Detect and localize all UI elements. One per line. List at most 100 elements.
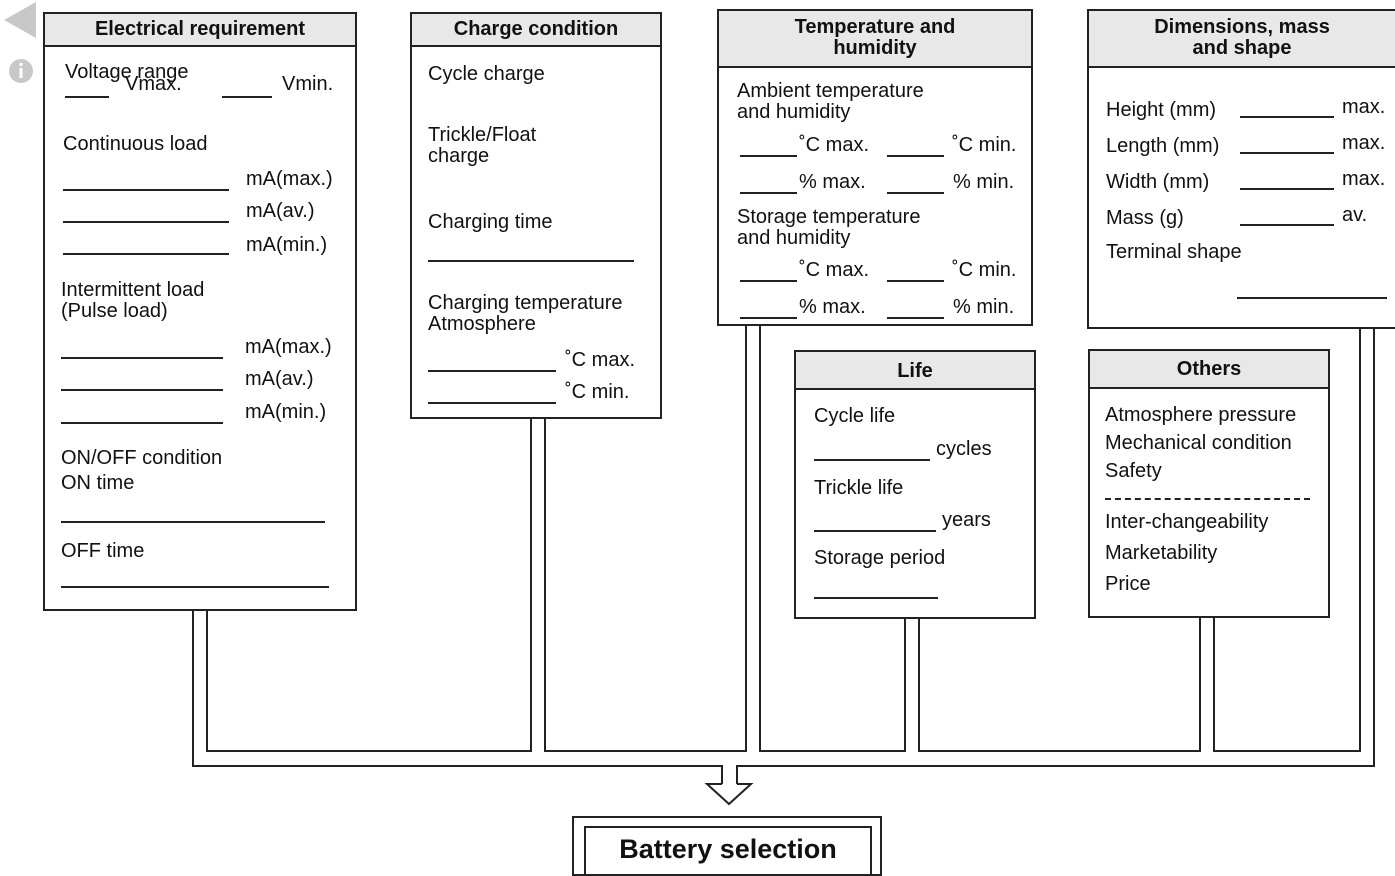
sto-cmax-label: ˚C max.: [799, 259, 869, 281]
battery-selection-label: Battery selection: [584, 826, 872, 876]
charge-condition-box: Charge condition: [410, 12, 662, 419]
wire-charge-temperature: [544, 325, 747, 752]
off-time-label: OFF time: [61, 540, 145, 562]
storage-period-blank: [814, 597, 938, 599]
marketability-label: Marketability: [1105, 542, 1218, 564]
mass-label: Mass (g): [1106, 207, 1184, 229]
pulse-av-blank: [61, 389, 223, 391]
onoff-label: ON/OFF condition: [61, 447, 223, 469]
sto-pmax-blank: [740, 317, 797, 319]
wire-electrical-charge: [206, 418, 532, 752]
length-label: Length (mm): [1106, 135, 1220, 157]
years-label: years: [942, 509, 991, 531]
pulse-ma-av: mA(av.): [245, 368, 314, 390]
ambient-label: Ambient temperature and humidity: [737, 80, 924, 123]
continuous-load-label: Continuous load: [63, 133, 208, 155]
amb-cmin-blank: [887, 155, 944, 157]
mass-blank: [1240, 224, 1334, 226]
charge-cmin-blank: [428, 402, 556, 404]
storage-label: Storage temperature and humidity: [737, 206, 921, 249]
sto-pmax-label: % max.: [799, 296, 866, 318]
pulse-max-blank: [61, 357, 223, 359]
width-label: Width (mm): [1106, 171, 1210, 193]
pulse-ma-min: mA(min.): [245, 401, 327, 423]
safety-label: Safety: [1105, 460, 1162, 482]
storage-period-label: Storage period: [814, 547, 946, 569]
width-max: max.: [1342, 168, 1386, 190]
vmin-blank: [222, 96, 272, 98]
life-title: Life: [796, 352, 1034, 390]
cont-ma-av: mA(av.): [246, 200, 315, 222]
cont-av-blank: [63, 221, 229, 223]
amb-pmax-blank: [740, 192, 797, 194]
vmin-label: Vmin.: [282, 73, 334, 95]
charging-time-blank: [428, 260, 634, 262]
dimensions-box: Dimensions, mass and shape: [1087, 9, 1395, 329]
dimensions-title: Dimensions, mass and shape: [1089, 11, 1395, 68]
cycle-life-label: Cycle life: [814, 405, 896, 427]
vmax-blank: [65, 96, 109, 98]
trickle-float-label: Trickle/Float charge: [428, 124, 537, 167]
wire-outer-left: [192, 610, 723, 784]
charge-cmax-label: ˚C max.: [565, 349, 635, 371]
amb-cmax-label: ˚C max.: [799, 134, 869, 156]
voltage-range-label: Voltage range: [65, 61, 189, 83]
charge-cmax-blank: [428, 370, 556, 372]
off-time-blank: [61, 586, 329, 588]
wire-life-others: [918, 617, 1201, 752]
cycle-life-blank: [814, 459, 930, 461]
height-label: Height (mm): [1106, 99, 1217, 121]
charging-temp-label: Charging temperature Atmosphere: [428, 292, 623, 335]
cycle-charge-label: Cycle charge: [428, 63, 545, 85]
length-max: max.: [1342, 132, 1386, 154]
height-blank: [1240, 116, 1334, 118]
cont-min-blank: [63, 253, 229, 255]
others-box: Others: [1088, 349, 1330, 618]
others-title: Others: [1090, 351, 1328, 389]
sto-pmin-blank: [887, 317, 944, 319]
terminal-blank: [1237, 297, 1387, 299]
cont-ma-max: mA(max.): [246, 168, 333, 190]
amb-cmax-blank: [740, 155, 797, 157]
charge-title: Charge condition: [412, 14, 660, 47]
on-time-blank: [61, 521, 325, 523]
charge-cmin-label: ˚C min.: [565, 381, 630, 403]
temperature-humidity-box: Temperature and humidity: [717, 9, 1033, 326]
mechanical-label: Mechanical condition: [1105, 432, 1292, 454]
electrical-title: Electrical requirement: [45, 14, 355, 47]
interchange-label: Inter-changeability: [1105, 511, 1269, 533]
info-icon[interactable]: [8, 58, 34, 84]
amb-pmin-blank: [887, 192, 944, 194]
wire-others-dimensions: [1213, 328, 1361, 752]
trickle-life-label: Trickle life: [814, 477, 904, 499]
amb-cmin-label: ˚C min.: [952, 134, 1017, 156]
intermittent-load-label: Intermittent load (Pulse load): [61, 279, 205, 322]
atmosphere-label: Atmosphere pressure: [1105, 404, 1297, 426]
sto-cmax-blank: [740, 280, 797, 282]
cont-ma-min: mA(min.): [246, 234, 328, 256]
wire-temperature-life: [759, 325, 906, 752]
mass-av: av.: [1342, 204, 1368, 226]
height-max: max.: [1342, 96, 1386, 118]
terminal-label: Terminal shape: [1106, 241, 1242, 263]
length-blank: [1240, 152, 1334, 154]
sto-cmin-label: ˚C min.: [952, 259, 1017, 281]
amb-pmax-label: % max.: [799, 171, 866, 193]
cycles-label: cycles: [936, 438, 992, 460]
back-arrow-icon[interactable]: [0, 0, 40, 40]
pulse-ma-max: mA(max.): [245, 336, 332, 358]
vmax-label: Vmax.: [125, 73, 182, 95]
sto-cmin-blank: [887, 280, 944, 282]
others-divider: [1105, 498, 1310, 500]
pulse-min-blank: [61, 422, 223, 424]
wire-outer-right: [736, 328, 1375, 784]
trickle-life-blank: [814, 530, 936, 532]
charging-time-label: Charging time: [428, 211, 553, 233]
width-blank: [1240, 188, 1334, 190]
electrical-requirement-box: Electrical requirement: [43, 12, 357, 611]
life-box: Life: [794, 350, 1036, 619]
sto-pmin-label: % min.: [953, 296, 1015, 318]
down-arrow: [704, 783, 754, 806]
price-label: Price: [1105, 573, 1151, 595]
